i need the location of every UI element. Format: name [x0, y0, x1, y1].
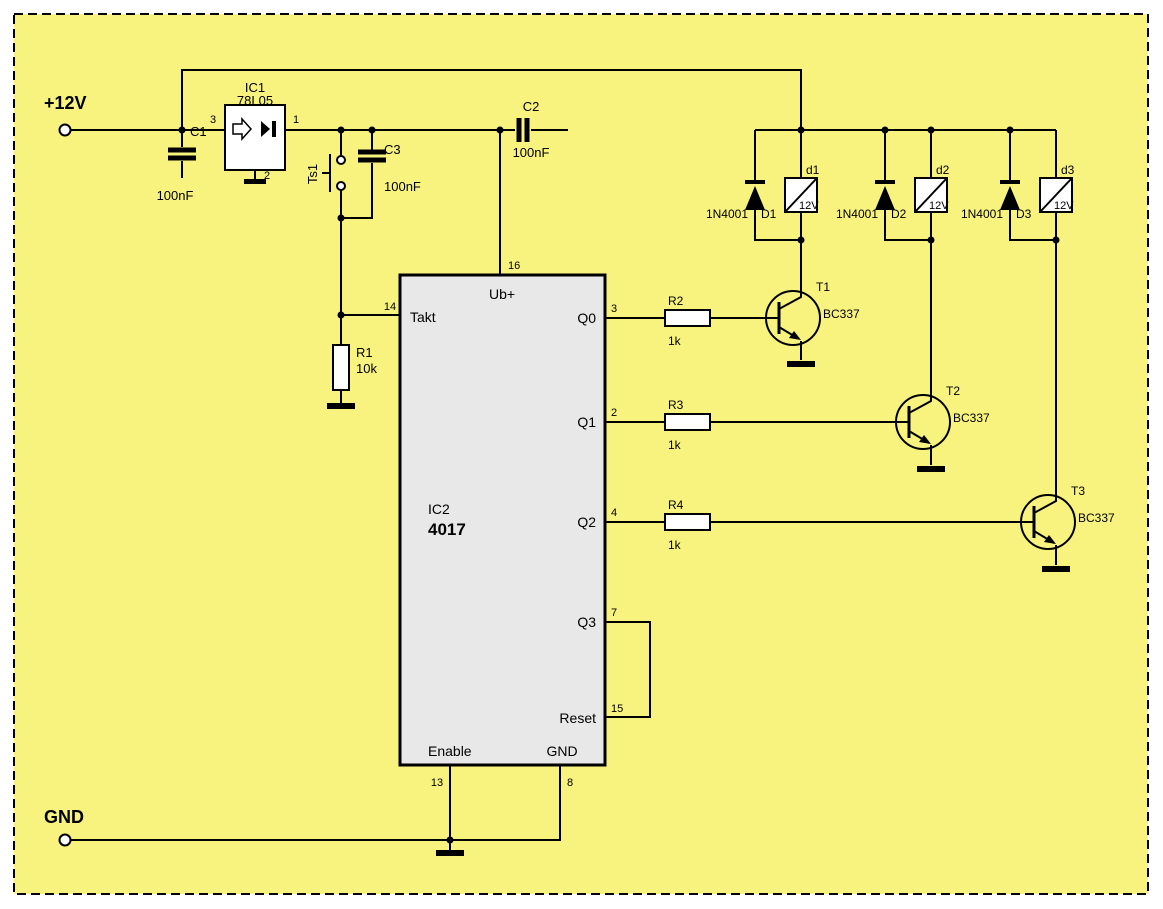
- d2-triangle-icon: [875, 186, 895, 210]
- r3-ref: R3: [668, 398, 684, 412]
- relay-d2-ref: d2: [936, 163, 950, 177]
- ic2-pin-q3-label: Q3: [577, 614, 596, 630]
- t2-ground-icon: [917, 466, 945, 472]
- gnd-terminal: GND: [44, 807, 84, 847]
- d2-part: 1N4001: [836, 207, 878, 221]
- t3-part: BC337: [1078, 511, 1115, 525]
- c2-ref: C2: [523, 99, 540, 114]
- relay-d1: d1 12V: [784, 163, 820, 213]
- c3-value: 100nF: [384, 179, 421, 194]
- t2-part: BC337: [953, 411, 990, 425]
- t1-emitter-arrow-icon: [789, 331, 801, 340]
- t2-emitter-arrow-icon: [919, 435, 931, 444]
- d3-part: 1N4001: [961, 207, 1003, 221]
- d1-diode: 1N4001 D1: [706, 180, 777, 221]
- c3-capacitor: C3 100nF: [358, 142, 421, 194]
- r2-value: 1k: [668, 334, 682, 348]
- gnd-label: GND: [44, 807, 84, 827]
- t1-part: BC337: [823, 307, 860, 321]
- ic2-pin-ub-number: 16: [508, 260, 520, 272]
- r1-ground-icon: [327, 403, 355, 409]
- ic2-pin-enable-label: Enable: [428, 743, 472, 759]
- vcc-terminal: +12V: [44, 93, 87, 137]
- t1-ground-icon: [787, 361, 815, 367]
- r3-resistor: R3 1k: [664, 398, 711, 452]
- ts1-pushbutton: Ts1: [305, 154, 346, 192]
- ic2-pin-gnd-number: 8: [567, 777, 573, 789]
- t3-ref: T3: [1071, 484, 1085, 498]
- ic2-pin-q3-number: 7: [611, 607, 617, 619]
- r4-resistor: R4 1k: [664, 498, 711, 552]
- ic2-pin-q2-label: Q2: [577, 514, 596, 530]
- ic2-pin-q0-number: 3: [611, 303, 617, 315]
- ic2-pin-gnd-label: GND: [546, 743, 577, 759]
- ic1-pin-out-number: 1: [293, 114, 299, 126]
- ic2-pin-reset-number: 15: [611, 703, 623, 715]
- c1-ref: C1: [190, 124, 207, 139]
- t2-ref: T2: [946, 384, 960, 398]
- r1-value: 10k: [356, 361, 377, 376]
- regulator-out-arrow-icon: [261, 121, 270, 137]
- d3-diode: 1N4001 D3: [961, 180, 1032, 221]
- relay-d3-ref: d3: [1061, 163, 1075, 177]
- relay-d1-ref: d1: [806, 163, 820, 177]
- d1-triangle-icon: [745, 186, 765, 210]
- ic1-pin-gnd-number: 2: [264, 170, 270, 182]
- d2-diode: 1N4001 D2: [836, 180, 907, 221]
- relay-d2: d2 12V: [914, 163, 950, 213]
- ic2-pin-q0-label: Q0: [577, 310, 596, 326]
- ic1-ground-icon: [244, 179, 266, 184]
- ic2-pin-takt-number: 14: [384, 301, 396, 313]
- t3-emitter-arrow-icon: [1044, 535, 1056, 544]
- vcc-label: +12V: [44, 93, 87, 113]
- t3-transistor: T3 BC337: [1020, 484, 1115, 572]
- ic2-counter: IC2 4017 Ub+ 16 Takt 14 Q0 3 Q1 2 Q2 4 Q…: [384, 260, 623, 789]
- ts1-ref: Ts1: [305, 164, 320, 184]
- ic2-pin-q1-label: Q1: [577, 414, 596, 430]
- c2-capacitor: C2 100nF: [513, 99, 550, 160]
- relay-d3-value: 12V: [1054, 200, 1074, 212]
- d3-ref: D3: [1016, 207, 1032, 221]
- r4-ref: R4: [668, 498, 684, 512]
- ic2-part: 4017: [428, 520, 466, 539]
- t1-ref: T1: [816, 280, 830, 294]
- ic1-part: 78L05: [237, 93, 273, 108]
- d1-ref: D1: [761, 207, 777, 221]
- ic2-pin-ub-label: Ub+: [489, 286, 515, 302]
- d2-ref: D2: [891, 207, 907, 221]
- regulator-in-arrow-icon: [232, 117, 253, 141]
- ic2-pin-q1-number: 2: [611, 407, 617, 419]
- ic2-pin-reset-label: Reset: [559, 710, 596, 726]
- ic1-regulator: IC1 78L05 3 1 2: [210, 80, 299, 184]
- t3-ground-icon: [1042, 566, 1070, 572]
- ic2-pin-q2-number: 4: [611, 507, 617, 519]
- c1-capacitor: C1 100nF: [157, 124, 207, 203]
- relay-d3: d3 12V: [1039, 163, 1075, 213]
- c3-ref: C3: [384, 142, 401, 157]
- d1-part: 1N4001: [706, 207, 748, 221]
- c2-value: 100nF: [513, 145, 550, 160]
- d3-triangle-icon: [1000, 186, 1020, 210]
- ic1-ref: IC1: [245, 80, 265, 95]
- ic2-pin-enable-number: 13: [431, 777, 443, 789]
- r2-ref: R2: [668, 294, 684, 308]
- c1-value: 100nF: [157, 188, 194, 203]
- t2-transistor: T2 BC337: [895, 384, 990, 472]
- r2-resistor: R2 1k: [664, 294, 711, 348]
- ic1-pin-in-number: 3: [210, 114, 216, 126]
- relay-d2-value: 12V: [929, 200, 949, 212]
- r1-ref: R1: [356, 345, 373, 360]
- ic2-ref: IC2: [428, 501, 450, 517]
- r3-value: 1k: [668, 438, 682, 452]
- junction-dots: [178, 126, 1060, 844]
- ic2-pin-takt-label: Takt: [410, 309, 436, 325]
- main-ground-icon: [436, 850, 464, 856]
- t1-transistor: T1 BC337: [765, 280, 860, 367]
- wire-network: [71, 69, 1057, 850]
- relay-d1-value: 12V: [799, 200, 819, 212]
- r4-value: 1k: [668, 538, 682, 552]
- r1-resistor: R1 10k: [327, 344, 377, 409]
